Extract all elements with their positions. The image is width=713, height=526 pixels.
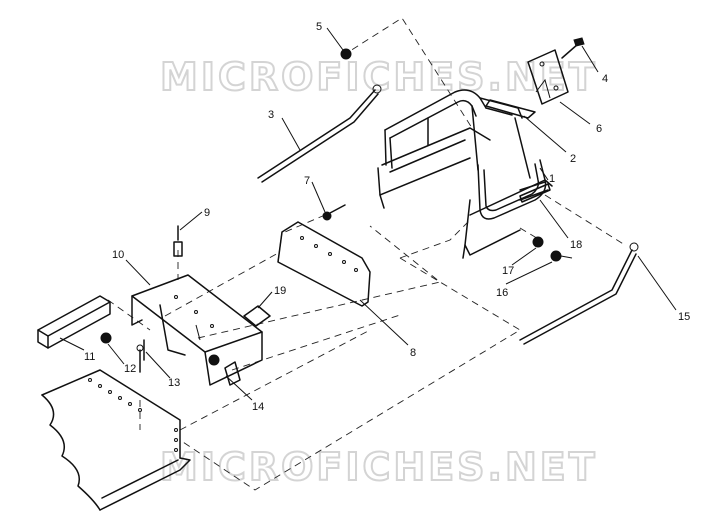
leader-lines (59, 27, 677, 401)
callout-5: 5 (316, 21, 322, 33)
assembly-lines (107, 17, 626, 491)
callout-19: 19 (274, 285, 286, 297)
callout-10: 10 (112, 249, 124, 261)
nuts-parts-16-17 (532, 236, 573, 262)
mounting-plate-part-6 (527, 49, 569, 105)
clip-part-14 (208, 354, 241, 386)
decal-part-19 (243, 305, 271, 327)
callout-4: 4 (602, 73, 608, 85)
callout-13: 13 (168, 377, 180, 389)
support-rod-part-3 (257, 84, 382, 183)
nut-part-5 (340, 48, 352, 60)
callout-2: 2 (570, 153, 576, 165)
callout-11: 11 (84, 351, 95, 363)
vehicle-frame-section (41, 369, 191, 511)
strip-part-18 (519, 183, 551, 203)
bolts-part-13 (136, 339, 145, 373)
callout-numbers: 1 2 3 4 5 6 7 8 9 10 11 12 13 14 15 16 1… (84, 21, 690, 413)
callout-6: 6 (596, 123, 602, 135)
callout-14: 14 (252, 401, 264, 413)
rear-rack-frame (377, 89, 553, 259)
callout-17: 17 (502, 265, 514, 277)
callout-8: 8 (410, 347, 416, 359)
callout-7: 7 (304, 175, 310, 187)
mount-bracket-part-10 (131, 274, 263, 386)
support-rod-part-15 (519, 242, 639, 345)
callout-1: 1 (549, 173, 555, 185)
pad-part-8 (277, 221, 371, 307)
callout-16: 16 (496, 287, 508, 299)
callout-3: 3 (268, 109, 274, 121)
watermark-top: MICROFICHES.NET (160, 55, 598, 99)
bolt-part-4 (561, 37, 585, 59)
callout-15: 15 (678, 311, 690, 323)
watermark-bottom: MICROFICHES.NET (160, 445, 598, 489)
nut-part-12 (100, 332, 112, 344)
bar-part-11 (37, 295, 111, 349)
bracket-part-2 (485, 99, 536, 119)
callout-12: 12 (124, 363, 136, 375)
callout-18: 18 (570, 239, 582, 251)
callout-9: 9 (204, 207, 210, 219)
nut-part-7 (322, 204, 346, 221)
screw-part-9 (173, 225, 183, 257)
